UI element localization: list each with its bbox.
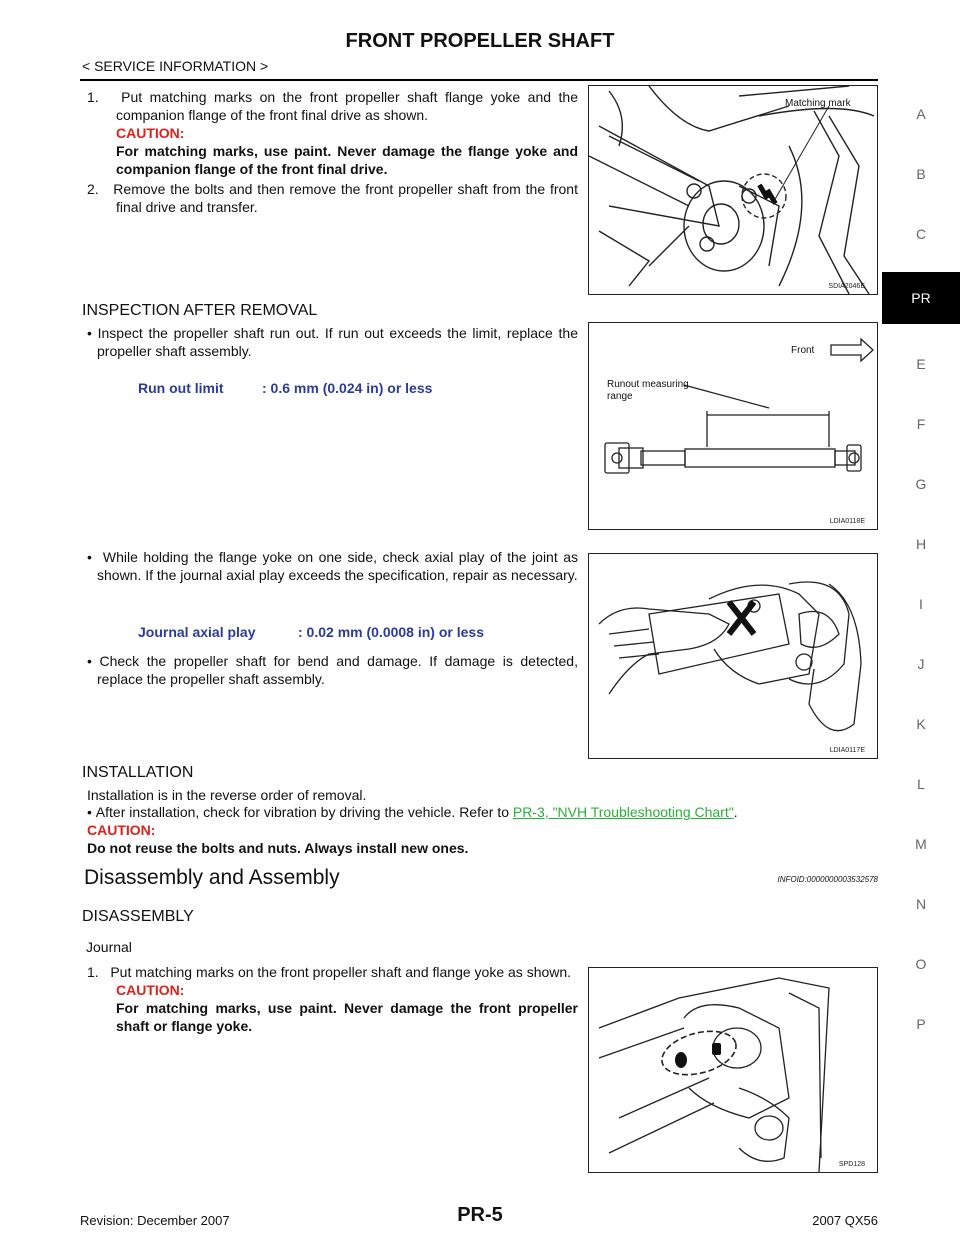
axial-spec-label: Journal axial play	[138, 624, 256, 640]
tab-l[interactable]: L	[917, 776, 925, 792]
page-title: FRONT PROPELLER SHAFT	[345, 30, 615, 52]
caution-label: CAUTION:	[116, 125, 185, 141]
caution-text: For matching marks, use paint. Never dam…	[116, 143, 578, 177]
installation-bullet-prefix: • After installation, check for vibratio…	[87, 804, 513, 820]
tab-h[interactable]: H	[915, 536, 927, 552]
installation-line-1: Installation is in the reverse order of …	[87, 787, 367, 803]
axial-spec-value: : 0.02 mm (0.0008 in) or less	[298, 624, 484, 640]
removal-step-1: 1. Put matching marks on the front prope…	[87, 88, 578, 178]
tab-a[interactable]: A	[916, 106, 926, 122]
footer-page-number: PR-5	[457, 1204, 503, 1226]
inspection-bullet-2: • While holding the flange yoke on one s…	[87, 548, 578, 584]
tab-pr[interactable]: PR	[882, 272, 960, 324]
heading-disassembly: DISASSEMBLY	[82, 908, 194, 925]
removal-step-2: 2. Remove the bolts and then remove the …	[87, 180, 578, 216]
subheading-journal: Journal	[86, 939, 132, 955]
label-front: Front	[791, 345, 815, 356]
inspection-bullet-1-text: • Inspect the propeller shaft run out. I…	[87, 325, 578, 359]
tab-c[interactable]: C	[915, 226, 927, 242]
footer-revision: Revision: December 2007	[80, 1213, 230, 1228]
caution-text: For matching marks, use paint. Never dam…	[116, 1000, 578, 1034]
installation-bullet-suffix: .	[733, 804, 738, 820]
removal-step-2-text: 2. Remove the bolts and then remove the …	[87, 181, 578, 215]
figure-id: SDIA2046E	[828, 283, 865, 290]
figure-id: LDIA0118E	[829, 518, 865, 525]
installation-caution-label: CAUTION:	[87, 822, 156, 838]
figure-axial-play: LDIA0117E	[588, 553, 878, 759]
heading-installation: INSTALLATION	[82, 764, 194, 781]
info-id: INFOID:0000000003532578	[777, 875, 878, 884]
caution-label: CAUTION:	[116, 982, 185, 998]
runout-spec-value: : 0.6 mm (0.024 in) or less	[262, 380, 433, 396]
drawing-journal-matching-mark	[598, 977, 830, 1172]
heading-inspection: INSPECTION AFTER REMOVAL	[82, 302, 318, 319]
heading-disassembly-assembly: Disassembly and Assembly	[84, 866, 340, 889]
inspection-bullet-2-text: • While holding the flange yoke on one s…	[87, 549, 578, 583]
tab-i[interactable]: I	[919, 596, 923, 612]
drawing-propeller-shaft-runout	[604, 337, 874, 474]
figure-runout-measuring: Front Runout measuring range LDIA0118E	[588, 322, 878, 530]
inspection-bullet-3-text: • Check the propeller shaft for bend and…	[87, 653, 578, 687]
drawing-hands-checking-joint	[598, 581, 862, 732]
tab-f[interactable]: F	[916, 416, 926, 432]
label-matching-mark: Matching mark	[785, 98, 851, 109]
figure-id: SPD128	[838, 1161, 865, 1168]
tab-m[interactable]: M	[915, 836, 927, 852]
label-runout-range-line2: range	[607, 391, 633, 402]
tab-p[interactable]: P	[916, 1016, 926, 1032]
drawing-flange-matching-mark	[589, 86, 875, 294]
tab-e[interactable]: E	[916, 356, 926, 372]
figure-journal-matching-marks: SPD128	[588, 967, 878, 1173]
nvh-troubleshooting-link[interactable]: PR-3, "NVH Troubleshooting Chart"	[512, 804, 734, 820]
label-runout-range-line1: Runout measuring	[607, 379, 689, 390]
disassembly-step-1: 1. Put matching marks on the front prope…	[87, 963, 578, 1035]
tab-k[interactable]: K	[916, 716, 926, 732]
removal-step-1-text: 1. Put matching marks on the front prope…	[87, 89, 578, 123]
disassembly-step-1-text: 1. Put matching marks on the front prope…	[87, 964, 572, 980]
runout-spec-label: Run out limit	[138, 380, 224, 396]
tab-o[interactable]: O	[915, 956, 927, 972]
footer-model: 2007 QX56	[812, 1213, 878, 1228]
installation-caution-text: Do not reuse the bolts and nuts. Always …	[87, 840, 469, 856]
installation-bullet: • After installation, check for vibratio…	[87, 803, 877, 821]
inspection-bullet-1: • Inspect the propeller shaft run out. I…	[87, 324, 578, 360]
figure-matching-mark: Matching mark SDIA2046E	[588, 85, 878, 295]
header-divider	[80, 79, 878, 81]
tab-j[interactable]: J	[917, 656, 925, 672]
tab-g[interactable]: G	[915, 476, 927, 492]
tab-n[interactable]: N	[915, 896, 927, 912]
inspection-bullet-3: • Check the propeller shaft for bend and…	[87, 652, 578, 688]
section-breadcrumb: < SERVICE INFORMATION >	[82, 58, 269, 74]
tab-b[interactable]: B	[916, 166, 926, 182]
figure-id: LDIA0117E	[829, 747, 865, 754]
